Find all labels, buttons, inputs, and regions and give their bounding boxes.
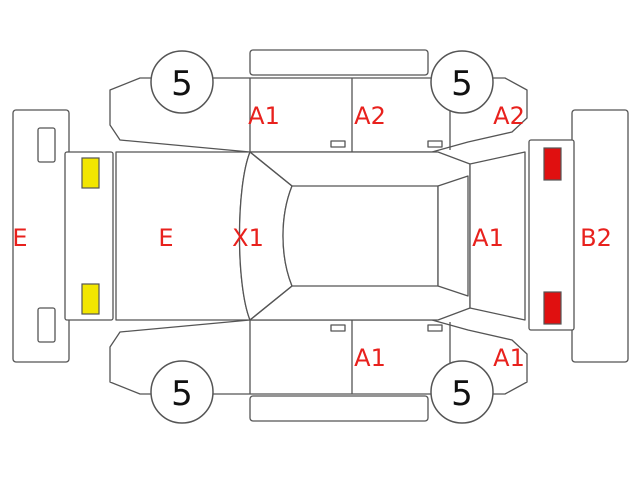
right-rear-door-handle <box>427 324 443 332</box>
left-rear-door-code: A2 <box>354 102 386 130</box>
right-rear-quarter-code: A1 <box>493 344 525 372</box>
front-bumper-right-marker <box>37 307 56 343</box>
rear-right-lamp[interactable] <box>543 291 562 325</box>
rear-left-wheel[interactable]: 5 <box>430 50 494 114</box>
windshield-top-pillar <box>249 151 293 187</box>
rear-right-wheel-code: 5 <box>451 374 473 414</box>
right-front-door-handle <box>330 324 346 332</box>
left-front-door-code: A1 <box>248 102 280 130</box>
rear-window[interactable] <box>437 175 469 297</box>
front-left-lamp[interactable] <box>81 157 100 189</box>
front-right-tire-icon <box>150 360 214 424</box>
front-right-lamp[interactable] <box>81 283 100 315</box>
rear-lamp-panel <box>528 139 575 331</box>
trunk-lid[interactable] <box>469 151 526 321</box>
hood[interactable] <box>115 151 251 321</box>
front-lamp-panel <box>64 151 114 321</box>
roof-code: A1 <box>472 224 504 252</box>
left-rocker-panel[interactable] <box>249 49 429 76</box>
right-rocker-panel[interactable] <box>249 395 429 422</box>
rear-left-tire-icon <box>430 50 494 114</box>
front-bumper-left-marker <box>37 127 56 163</box>
rear-left-lamp[interactable] <box>543 147 562 181</box>
front-left-wheel-code: 5 <box>171 64 193 104</box>
front-left-tire-icon <box>150 50 214 114</box>
roof[interactable] <box>282 185 439 287</box>
right-rear-door-code: A1 <box>354 344 386 372</box>
rear-bumper-code: B2 <box>580 224 612 252</box>
windshield-bottom-pillar <box>249 285 293 321</box>
left-rear-door-handle <box>427 140 443 148</box>
rear-right-wheel[interactable]: 5 <box>430 360 494 424</box>
left-rear-quarter-code: A2 <box>493 102 525 130</box>
front-left-wheel[interactable]: 5 <box>150 50 214 114</box>
left-front-door-handle <box>330 140 346 148</box>
rear-right-tire-icon <box>430 360 494 424</box>
hood-code: E <box>158 224 173 252</box>
rear-left-wheel-code: 5 <box>451 64 473 104</box>
windshield-code: X1 <box>232 224 264 252</box>
front-right-wheel-code: 5 <box>171 374 193 414</box>
front-right-wheel[interactable]: 5 <box>150 360 214 424</box>
front-bumper-code: E <box>12 224 27 252</box>
